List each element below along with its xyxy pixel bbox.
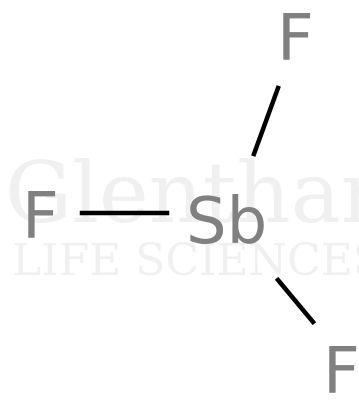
- atoms: Sb F F F: [22, 2, 359, 400]
- watermark-line1: Glentham: [5, 144, 359, 242]
- watermark: Glentham LIFE SCIENCES: [5, 144, 359, 286]
- atom-label-f-bottom: F: [323, 335, 359, 400]
- watermark-line2: LIFE SCIENCES: [12, 235, 359, 286]
- bond-sb-f-top: [251, 85, 281, 157]
- bond-sb-f-bottom: [274, 276, 317, 326]
- atom-label-f-top: F: [277, 2, 314, 76]
- bonds: [79, 85, 317, 326]
- atom-label-sb: Sb: [186, 185, 267, 259]
- atom-label-f-left: F: [22, 180, 59, 254]
